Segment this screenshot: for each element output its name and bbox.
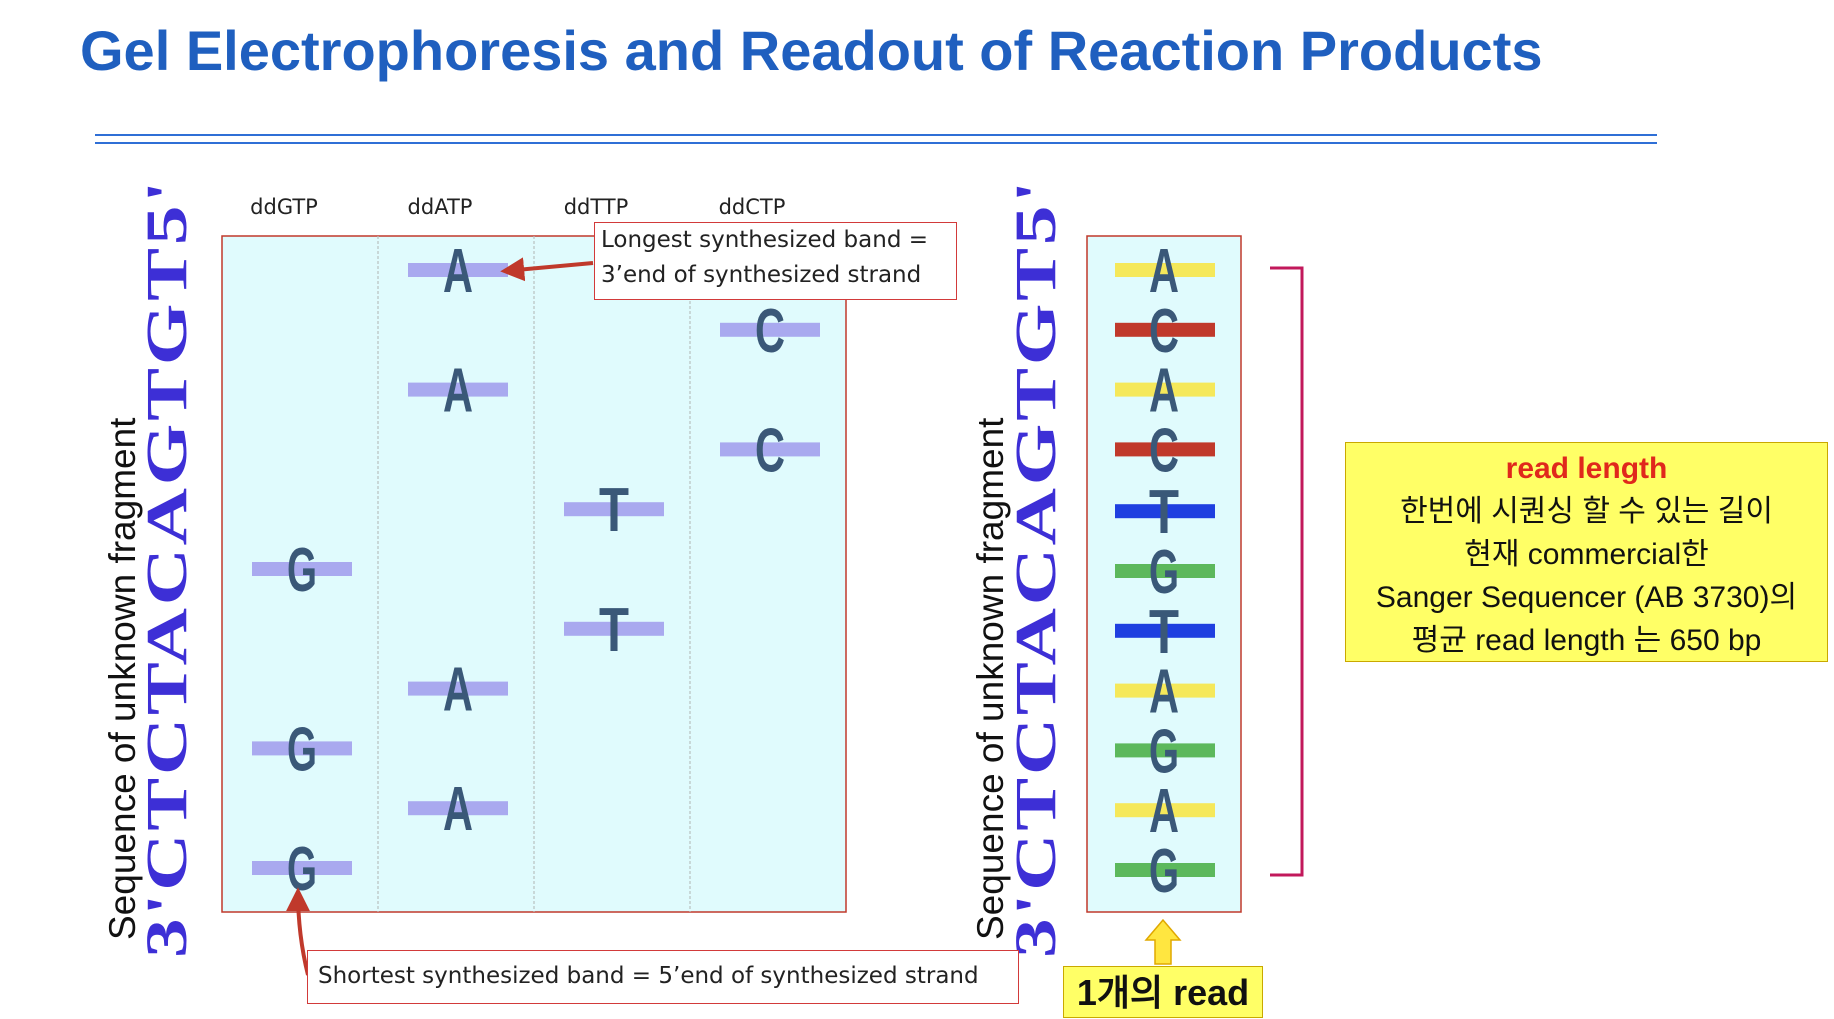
readout-band (1115, 263, 1215, 277)
gel-band (252, 861, 352, 875)
read-up-arrow (1144, 918, 1182, 965)
band-base-letter: G (287, 536, 317, 605)
readout-band (1115, 504, 1215, 519)
band-base-letter: A (443, 656, 473, 725)
readout-band (1115, 442, 1215, 457)
lane-label-ddGTP: ddGTP (250, 195, 318, 219)
gel-band (408, 263, 508, 277)
readout-base-letter: T (1149, 598, 1179, 667)
band-base-letter: A (443, 237, 473, 306)
readout-base-letter: G (1149, 837, 1179, 906)
gel-band (564, 621, 664, 636)
shortest-band-arrow (286, 887, 311, 976)
readout-band (1115, 743, 1215, 758)
gel-band (252, 562, 352, 576)
read-length-line3: Sanger Sequencer (AB 3730)의 (1375, 581, 1798, 614)
title-rule-top (95, 134, 1657, 136)
gel-band (720, 442, 820, 457)
band-base-letter: T (599, 596, 629, 665)
longest-band-callout: Longest synthesized band = 3’end of synt… (594, 222, 957, 300)
read-length-heading: read length (1505, 452, 1668, 485)
longest-band-arrow (500, 257, 594, 282)
band-base-letter: A (443, 357, 473, 426)
readout-band (1115, 803, 1215, 818)
readout-band (1115, 322, 1215, 337)
band-base-letter: G (287, 715, 317, 784)
lane-label-ddCTP: ddCTP (719, 195, 786, 219)
band-base-letter: A (443, 775, 473, 844)
left-sequence-string: 3'CTCTACAGTGT5' (134, 178, 199, 958)
gel-band (720, 322, 820, 337)
read-bracket (1270, 266, 1304, 877)
read-length-line4: 평균 read length 는 650 bp (1411, 624, 1762, 657)
readout-base-letter: C (1149, 297, 1179, 366)
readout-base-letter: A (1149, 237, 1179, 306)
read-label: 1개의 read (1063, 966, 1263, 1018)
read-length-line2: 현재 commercial한 (1464, 538, 1709, 571)
longest-callout-line2: 3’end of synthesized strand (601, 262, 922, 288)
right-sequence-label: Sequence of unknown fragment (970, 417, 1011, 940)
readout-band (1115, 623, 1215, 638)
right-sequence-string: 3'CTCTACAGTGT5' (1003, 178, 1068, 958)
band-base-letter: G (287, 835, 317, 904)
readout-base-letter: G (1149, 538, 1179, 607)
left-sequence-label: Sequence of unknown fragment (102, 417, 143, 940)
shortest-band-callout: Shortest synthesized band = 5’end of syn… (307, 950, 1019, 1004)
band-base-letter: T (599, 476, 629, 545)
gel-band (252, 741, 352, 756)
readout-band (1115, 863, 1215, 877)
readout-band (1115, 683, 1215, 698)
longest-callout-line1: Longest synthesized band = (601, 227, 928, 253)
readout-band (1115, 382, 1215, 397)
gel-band (408, 382, 508, 397)
band-base-letter: C (755, 297, 785, 366)
readout-base-letter: C (1149, 416, 1179, 485)
page-title: Gel Electrophoresis and Readout of React… (80, 19, 1543, 82)
readout-band (1115, 564, 1215, 578)
title-rule-bottom (95, 142, 1657, 144)
gel-band (408, 681, 508, 696)
lane-label-ddATP: ddATP (408, 195, 473, 219)
read-length-box: read length 한번에 시퀀싱 할 수 있는 길이 현재 commerc… (1345, 442, 1828, 662)
readout-base-letter: A (1149, 777, 1179, 846)
lane-label-ddTTP: ddTTP (564, 195, 629, 219)
readout-base-letter: A (1149, 357, 1179, 426)
readout-base-letter: T (1149, 478, 1179, 547)
readout-base-letter: A (1149, 658, 1179, 727)
read-length-line1: 한번에 시퀀싱 할 수 있는 길이 (1400, 495, 1773, 528)
readout-base-letter: G (1149, 717, 1179, 786)
gel-band (408, 801, 508, 816)
gel-band (564, 502, 664, 517)
band-base-letter: C (755, 416, 785, 485)
